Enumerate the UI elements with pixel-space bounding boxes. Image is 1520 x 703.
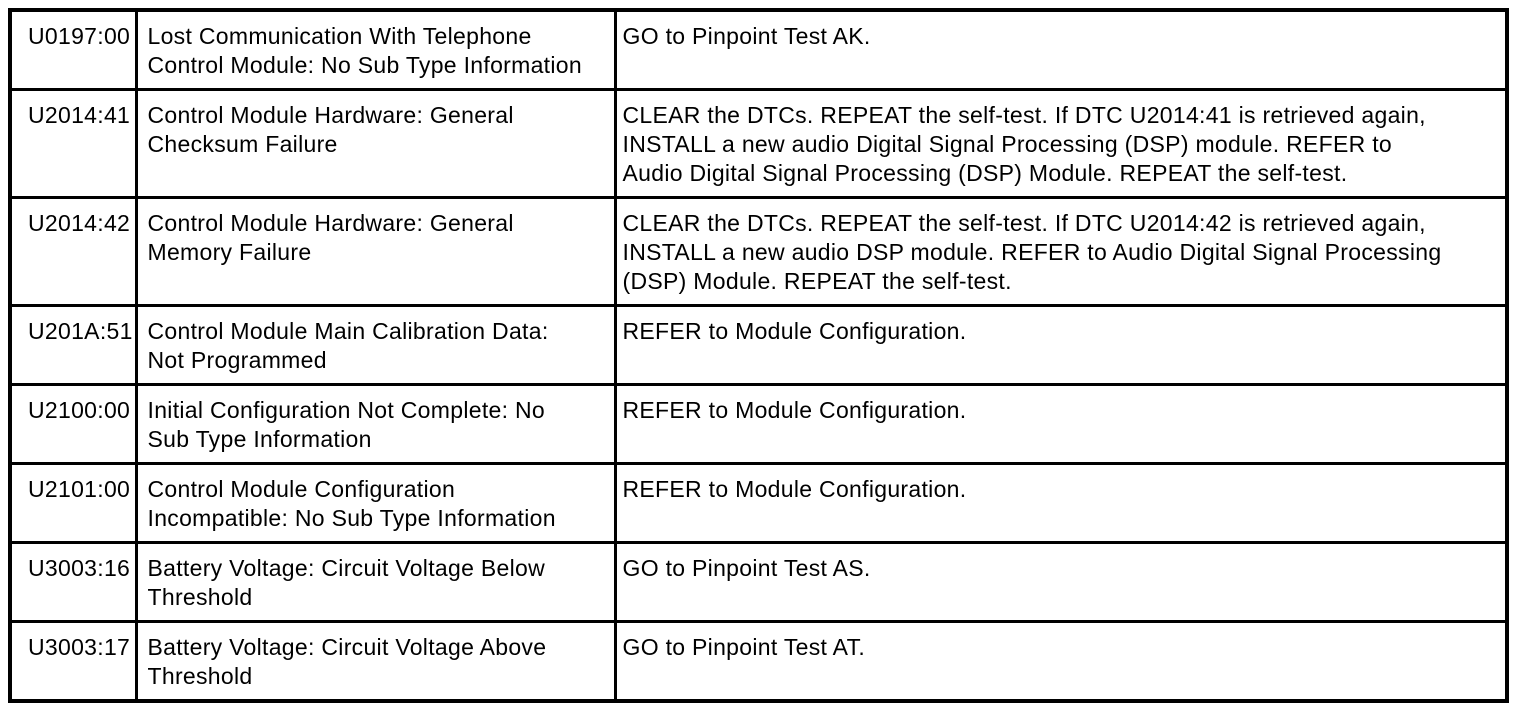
- dtc-chart-table: U0197:00 Lost Communication With Telepho…: [8, 8, 1509, 703]
- dtc-code: U2100:00: [8, 383, 138, 465]
- dtc-description: Battery Voltage: Circuit Voltage Above T…: [134, 620, 617, 703]
- dtc-code: U2014:42: [8, 196, 138, 307]
- table-row: U2101:00 Control Module Configuration In…: [8, 462, 1509, 544]
- dtc-description: Control Module Hardware: General Memory …: [134, 196, 617, 307]
- table-row: U2100:00 Initial Configuration Not Compl…: [8, 383, 1509, 465]
- table-row: U201A:51 Control Module Main Calibration…: [8, 304, 1509, 386]
- dtc-code: U3003:16: [8, 541, 138, 623]
- dtc-description: Control Module Hardware: General Checksu…: [134, 88, 617, 199]
- table-row: U0197:00 Lost Communication With Telepho…: [8, 8, 1509, 91]
- dtc-code: U2014:41: [8, 88, 138, 199]
- dtc-action: CLEAR the DTCs. REPEAT the self-test. If…: [613, 88, 1509, 199]
- dtc-description: Control Module Configuration Incompatibl…: [134, 462, 617, 544]
- dtc-action: CLEAR the DTCs. REPEAT the self-test. If…: [613, 196, 1509, 307]
- dtc-description: Control Module Main Calibration Data: No…: [134, 304, 617, 386]
- dtc-action: REFER to Module Configuration.: [613, 383, 1509, 465]
- dtc-description: Battery Voltage: Circuit Voltage Below T…: [134, 541, 617, 623]
- dtc-code: U2101:00: [8, 462, 138, 544]
- table-row: U3003:16 Battery Voltage: Circuit Voltag…: [8, 541, 1509, 623]
- dtc-description: Initial Configuration Not Complete: No S…: [134, 383, 617, 465]
- table-row: U3003:17 Battery Voltage: Circuit Voltag…: [8, 620, 1509, 703]
- dtc-action: GO to Pinpoint Test AT.: [613, 620, 1509, 703]
- table-row: U2014:42 Control Module Hardware: Genera…: [8, 196, 1509, 307]
- dtc-action: REFER to Module Configuration.: [613, 462, 1509, 544]
- dtc-action: GO to Pinpoint Test AS.: [613, 541, 1509, 623]
- dtc-description: Lost Communication With Telephone Contro…: [134, 8, 617, 91]
- dtc-action: REFER to Module Configuration.: [613, 304, 1509, 386]
- dtc-code: U201A:51: [8, 304, 138, 386]
- dtc-code: U0197:00: [8, 8, 138, 91]
- table-row: U2014:41 Control Module Hardware: Genera…: [8, 88, 1509, 199]
- dtc-chart-body: U0197:00 Lost Communication With Telepho…: [8, 8, 1509, 703]
- dtc-action: GO to Pinpoint Test AK.: [613, 8, 1509, 91]
- dtc-code: U3003:17: [8, 620, 138, 703]
